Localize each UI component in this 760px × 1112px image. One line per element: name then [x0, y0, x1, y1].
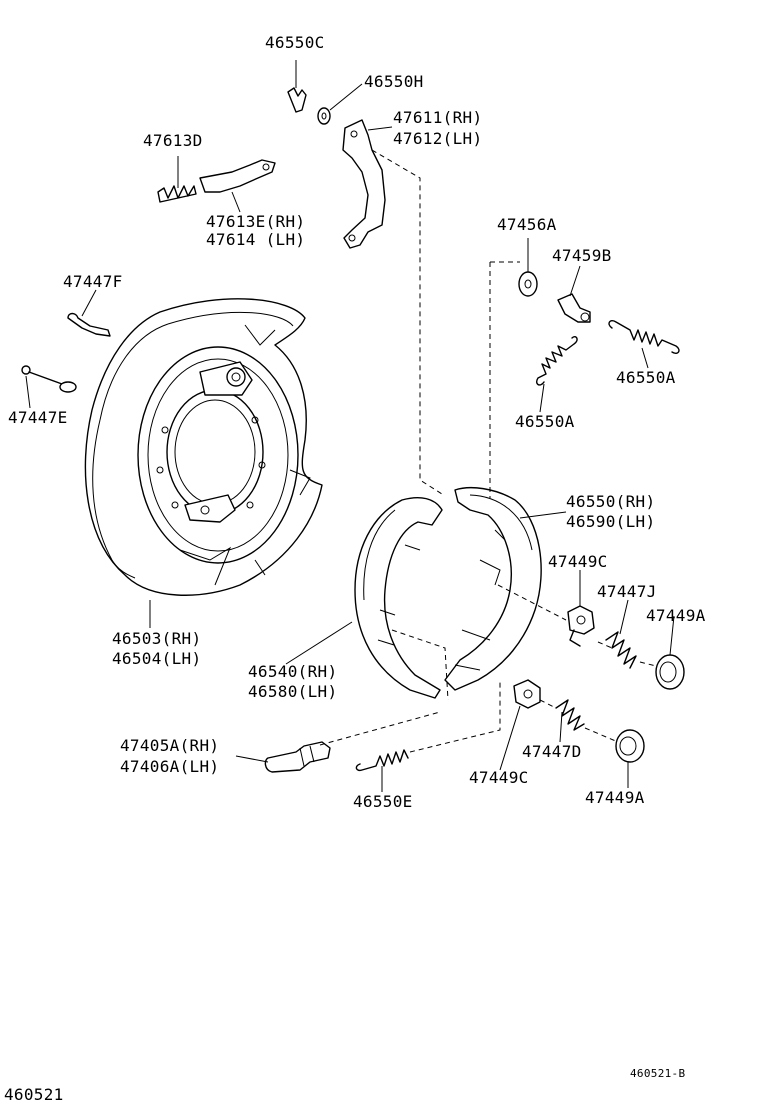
washer-47456A: [518, 271, 538, 297]
assembly-dashed-lines: [319, 149, 657, 753]
label-47614: 47614 (LH): [206, 230, 306, 249]
label-46590: 46590(LH): [566, 512, 656, 531]
spring-47447J: [605, 631, 637, 669]
spring-47613D: [157, 185, 197, 203]
spring-46550E: [355, 749, 409, 772]
label-46550A-right: 46550A: [616, 368, 676, 387]
brake-shoe-front: [444, 487, 542, 691]
label-46540: 46540(RH): [248, 662, 338, 681]
cup-47449C-lower: [513, 679, 541, 709]
strut-47613E: [199, 159, 276, 193]
figure-code: 460521-B: [630, 1067, 686, 1080]
label-46550C: 46550C: [265, 33, 325, 52]
label-46550E: 46550E: [353, 792, 413, 811]
label-47447F: 47447F: [63, 272, 123, 291]
parking-brake-lever: [342, 119, 386, 249]
label-47449C-upper: 47449C: [548, 552, 608, 571]
clip-46550C: [287, 87, 307, 113]
label-47456A: 47456A: [497, 215, 557, 234]
adjuster-47405A: [264, 741, 331, 773]
label-46550: 46550(RH): [566, 492, 656, 511]
label-47447D: 47447D: [522, 742, 582, 761]
cap-47449A-upper: [655, 654, 685, 690]
washer-46550H: [317, 107, 331, 125]
pin-47447E: [21, 365, 77, 393]
label-47405A: 47405A(RH): [120, 736, 220, 755]
label-47447J: 47447J: [597, 582, 657, 601]
cup-47449C-upper: [567, 605, 595, 647]
label-46550H: 46550H: [364, 72, 424, 91]
label-47449A-upper: 47449A: [646, 606, 706, 625]
label-47611: 47611(RH): [393, 108, 483, 127]
label-47613E: 47613E(RH): [206, 212, 306, 231]
label-46580: 46580(LH): [248, 682, 338, 701]
backing-plate: [84, 298, 323, 596]
spring-46550A-right: [608, 319, 680, 355]
label-47406A: 47406A(LH): [120, 757, 220, 776]
label-46550A-center: 46550A: [515, 412, 575, 431]
pin-47459B: [557, 293, 591, 323]
hold-pin-47447F: [67, 312, 111, 337]
label-47447E: 47447E: [8, 408, 68, 427]
label-47449C-lower: 47449C: [469, 768, 529, 787]
label-47449A-lower: 47449A: [585, 788, 645, 807]
label-47459B: 47459B: [552, 246, 612, 265]
leader-lines: [25, 60, 675, 792]
label-46504: 46504(LH): [112, 649, 202, 668]
spring-46550A-center: [535, 335, 578, 386]
page-code: 460521: [4, 1085, 64, 1104]
label-47613D: 47613D: [143, 131, 203, 150]
cap-47449A-lower: [615, 729, 645, 763]
brake-shoe-rear: [354, 497, 443, 699]
label-47612: 47612(LH): [393, 129, 483, 148]
label-46503: 46503(RH): [112, 629, 202, 648]
spring-47447D: [555, 699, 585, 731]
